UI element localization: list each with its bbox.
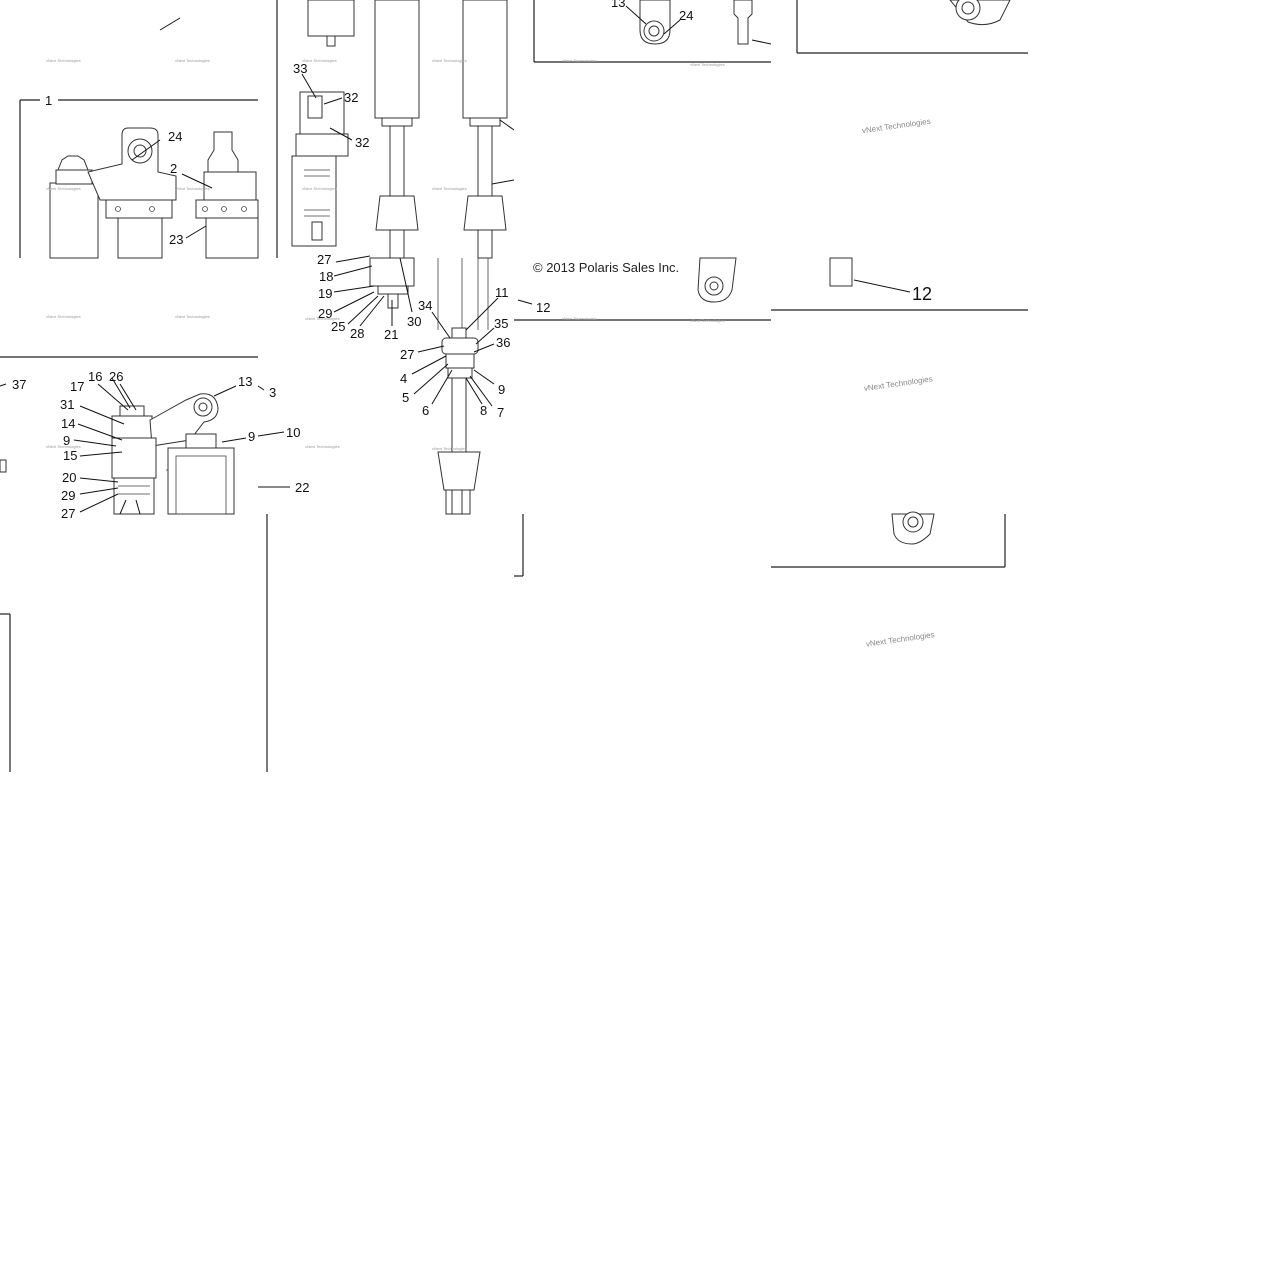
callout-16: 16 <box>88 369 102 384</box>
callout-9b: 9 <box>63 433 70 448</box>
callout-11: 11 <box>495 285 509 300</box>
callout-20: 20 <box>62 470 76 485</box>
callout-13: 13 <box>611 0 625 10</box>
callout-33: 33 <box>293 61 307 76</box>
callout-4: 4 <box>400 371 407 386</box>
watermark: vNext Technologies <box>305 444 340 449</box>
piston-valve-stack <box>369 257 489 515</box>
callout-35: 35 <box>494 316 508 331</box>
callout-22: 22 <box>295 480 309 495</box>
watermark: vNext Technologies <box>432 186 467 191</box>
callout-36: 36 <box>496 335 510 350</box>
callout-9: 9 <box>498 382 505 397</box>
callout-29b: 29 <box>61 488 75 503</box>
callout-29: 29 <box>318 306 332 321</box>
watermark: vNext Technologies <box>302 186 337 191</box>
copyright-notice: © 2013 Polaris Sales Inc. <box>533 260 679 275</box>
watermark: vNext Technologies <box>46 444 81 449</box>
callout-34: 34 <box>418 298 432 313</box>
watermark: vNext Technologies <box>175 186 210 191</box>
callout-32: 32 <box>344 90 358 105</box>
watermark: vNext Technologies <box>432 58 467 63</box>
watermark: vNext Technologies <box>690 62 725 67</box>
callout-24b: 24 <box>679 8 693 23</box>
callout-27c: 27 <box>61 506 75 521</box>
watermark: vNext Technologies <box>175 314 210 319</box>
callout-1: 1 <box>45 93 52 108</box>
callout-7: 7 <box>497 405 504 420</box>
watermark: vNext Technologies <box>690 318 725 323</box>
watermark-large: vNext Technologies <box>863 374 933 393</box>
callout-9c: 9 <box>248 429 255 444</box>
callout-28: 28 <box>350 326 364 341</box>
callout-18: 18 <box>319 269 333 284</box>
diagram-frames <box>0 0 1028 772</box>
callout-25: 25 <box>331 319 345 334</box>
watermark-large: vNext Technologies <box>861 117 931 136</box>
watermark: vNext Technologies <box>46 58 81 63</box>
callout-17: 17 <box>70 379 84 394</box>
eyelet-lower-right <box>891 511 935 545</box>
watermark: vNext Technologies <box>562 316 597 321</box>
callout-37: 37 <box>12 377 26 392</box>
watermark: vNext Technologies <box>562 58 597 63</box>
watermark-large: vNext Technologies <box>865 630 935 649</box>
callout-24: 24 <box>168 129 182 144</box>
callout-27b: 27 <box>400 347 414 362</box>
callout-5: 5 <box>402 390 409 405</box>
shock-body-center <box>291 0 515 259</box>
shock-top-assembly-lower-left <box>0 393 290 515</box>
callout-15: 15 <box>63 448 77 463</box>
watermark: vNext Technologies <box>432 446 467 451</box>
callout-21: 21 <box>384 327 398 342</box>
callout-12-large: 12 <box>912 284 932 304</box>
callout-27: 27 <box>317 252 331 267</box>
callout-2: 2 <box>170 161 177 176</box>
watermark: vNext Technologies <box>175 58 210 63</box>
callout-3: 3 <box>269 385 276 400</box>
callout-30: 30 <box>407 314 421 329</box>
callout-8: 8 <box>480 403 487 418</box>
shock-eyelet-detail-right <box>639 0 1011 303</box>
shock-top-assembly-left <box>49 127 259 259</box>
watermark: vNext Technologies <box>46 314 81 319</box>
callout-13b: 13 <box>238 374 252 389</box>
callout-10: 10 <box>286 425 300 440</box>
watermark: vNext Technologies <box>305 316 340 321</box>
watermark: vNext Technologies <box>46 186 81 191</box>
callout-12: 12 <box>536 300 550 315</box>
callout-14: 14 <box>61 416 75 431</box>
callout-leaders <box>0 5 911 515</box>
callout-32b: 32 <box>355 135 369 150</box>
callout-26: 26 <box>109 369 123 384</box>
callout-6: 6 <box>422 403 429 418</box>
callout-19: 19 <box>318 286 332 301</box>
callout-numbers: 1 24 2 23 33 32 32 13 24 © 2013 Polaris … <box>12 0 932 521</box>
callout-23: 23 <box>169 232 183 247</box>
callout-31: 31 <box>60 397 74 412</box>
watermark: vNext Technologies <box>302 58 337 63</box>
